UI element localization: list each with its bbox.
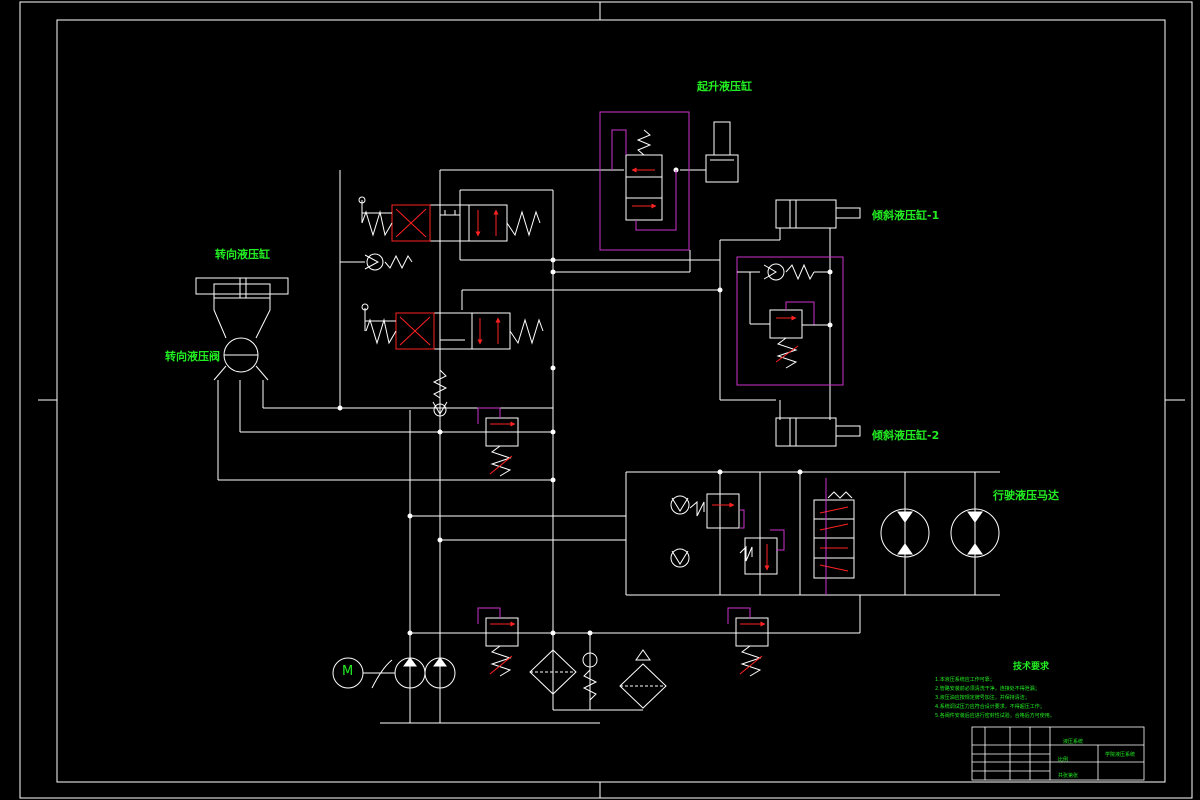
steer-valve [213,337,269,381]
title-block-scale: 比例 [1058,757,1069,763]
label-tilt-cylinder-1: 倾斜液压缸-1 [872,209,940,222]
lift-control-valve [358,196,541,242]
motor-symbol: M [342,664,354,679]
label-steer-valve: 转向液压阀 [165,350,220,363]
tech-requirement-item: 5.各阀件安装后应进行密封性试验，合格后方可使用。 [935,713,1055,719]
check-valve-2 [432,369,448,417]
title-block-sheet: 共张第张 [1058,773,1079,779]
tech-requirement-item: 1.本液压系统应工作可靠； [935,677,995,683]
relief-valve-2 [477,607,519,677]
filter-2 [619,649,667,709]
drawing-frame [19,1,1193,799]
tech-requirement-item: 3.液压油应按规定牌号加注，并保持清洁； [935,695,1030,701]
tilt-cylinder-1 [775,199,861,229]
piping [217,169,1000,724]
label-lift-cylinder: 起升液压缸 [697,80,752,93]
motor-circuit [670,478,1000,595]
tech-requirement-item: 4.系统调试压力应符合设计要求，不得超压工作； [935,704,1045,710]
relief-valve-3 [727,607,769,677]
tech-requirements-title: 技术要求 [1013,662,1050,672]
pump-group [332,657,456,723]
tech-requirement-item: 2.管路安装前必须清洗干净，连接处不得泄漏； [935,686,1040,692]
check-valve-1 [340,253,413,271]
title-block-school: 学院液压系统 [1105,752,1136,758]
steer-cylinder [195,277,289,339]
relief-valve-1 [477,407,519,477]
lift-cylinder [705,121,739,183]
tilt-control-valve [361,303,544,370]
title-block-drawing-name: 液压系统 [1063,739,1084,745]
junction-dots [337,167,833,636]
tilt-lock-block [736,256,844,386]
title-block [971,726,1145,781]
filter-check-valve [582,652,598,701]
label-walk-motor: 行驶液压马达 [993,489,1059,502]
filter-1 [529,633,577,710]
lift-valve-block [599,111,690,251]
label-steer-cylinder: 转向液压缸 [215,248,270,261]
tilt-cylinder-2 [775,417,861,447]
label-tilt-cylinder-2: 倾斜液压缸-2 [872,429,940,442]
